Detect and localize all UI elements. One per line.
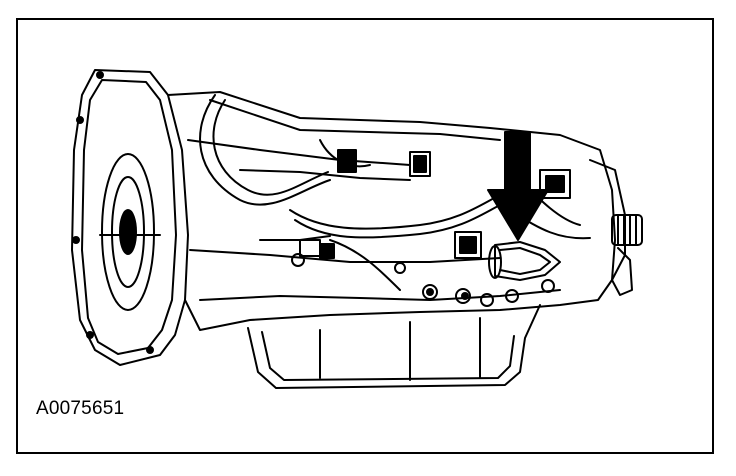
highlighted-component [488, 241, 561, 281]
wiring-and-tubes [199, 94, 591, 291]
bell-housing [71, 69, 189, 366]
transmission-case [167, 91, 643, 331]
oil-pan [247, 304, 541, 389]
callout-arrow [487, 131, 549, 241]
mounting-bolts [422, 279, 555, 307]
connectors [291, 149, 571, 274]
figure-id-label: A0075651 [36, 398, 125, 419]
